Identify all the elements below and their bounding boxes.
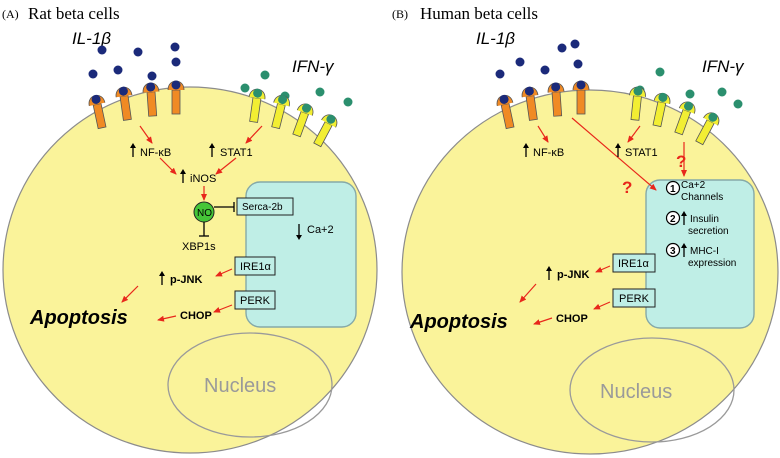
nucleus-label: Nucleus xyxy=(600,381,672,403)
pjnk-label: p-JNK xyxy=(557,269,589,281)
perk-box xyxy=(234,290,276,310)
nfkb-label: NF-κB xyxy=(533,147,564,159)
stat1-label: STAT1 xyxy=(625,147,658,159)
panel-b-title: Human beta cells xyxy=(420,4,538,23)
effect-3: 3 MHC-I expression xyxy=(665,242,736,269)
svg-text:Insulin: Insulin xyxy=(690,214,719,225)
ifn-receptors xyxy=(626,85,723,147)
svg-text:expression: expression xyxy=(688,258,736,269)
ca-label: Ca+2 xyxy=(307,224,334,236)
xbp1s-label: XBP1s xyxy=(182,241,216,253)
inos-label: iNOS xyxy=(190,173,216,185)
chop-label: CHOP xyxy=(180,310,212,322)
ifng-label: IFN-γ xyxy=(292,57,335,76)
il1-receptors xyxy=(494,80,590,130)
svg-text:1: 1 xyxy=(670,184,676,195)
effect-1: 1 Ca+2 Channels xyxy=(665,180,723,203)
nucleus xyxy=(569,337,735,443)
ire1a-box xyxy=(234,256,276,276)
apoptosis-label: Apoptosis xyxy=(29,307,128,329)
chop-label: CHOP xyxy=(556,313,588,325)
perk-label: PERK xyxy=(619,293,650,305)
ifn-receptors xyxy=(245,87,341,149)
apoptosis-label: Apoptosis xyxy=(409,311,508,333)
serca-label: Serca-2b xyxy=(242,202,283,213)
ifn-ligands xyxy=(240,70,353,107)
svg-text:MHC-I: MHC-I xyxy=(690,246,719,257)
ire1a-box xyxy=(612,253,656,273)
perk-label: PERK xyxy=(240,295,271,307)
il1-ligands xyxy=(88,42,181,81)
il1b-label: IL-1β xyxy=(72,29,111,48)
panel-a-letter: (A) xyxy=(2,7,19,21)
il1-ligands xyxy=(495,39,583,79)
nucleus xyxy=(167,332,333,438)
ire1a-label: IRE1α xyxy=(618,258,649,270)
ire1a-label: IRE1α xyxy=(240,261,271,273)
svg-text:secretion: secretion xyxy=(688,226,729,237)
question-mark: ? xyxy=(622,178,632,197)
cell-body xyxy=(2,86,378,454)
stat1-label: STAT1 xyxy=(220,147,253,159)
nfkb-label: NF-κB xyxy=(140,147,171,159)
question-mark: ? xyxy=(676,152,686,171)
serca-box xyxy=(236,197,294,216)
panel-b: (B) Human beta cells IL-1β IFN-γ xyxy=(392,4,779,455)
il1b-label: IL-1β xyxy=(476,29,515,48)
pjnk-label: p-JNK xyxy=(170,274,202,286)
nucleus-label: Nucleus xyxy=(204,375,276,397)
svg-text:Ca+2: Ca+2 xyxy=(681,180,706,191)
panel-a-title: Rat beta cells xyxy=(28,4,120,23)
effect-2: 2 Insulin secretion xyxy=(665,210,729,237)
perk-box xyxy=(612,288,656,308)
svg-text:Channels: Channels xyxy=(681,192,723,203)
svg-text:2: 2 xyxy=(670,214,676,225)
ifng-label: IFN-γ xyxy=(702,57,745,76)
panel-a: (A) Rat beta cells IL-1β IFN-γ xyxy=(2,4,378,454)
svg-text:3: 3 xyxy=(670,246,676,257)
il1-receptors xyxy=(86,80,185,130)
no-label: NO xyxy=(197,208,212,219)
panel-b-letter: (B) xyxy=(392,7,408,21)
